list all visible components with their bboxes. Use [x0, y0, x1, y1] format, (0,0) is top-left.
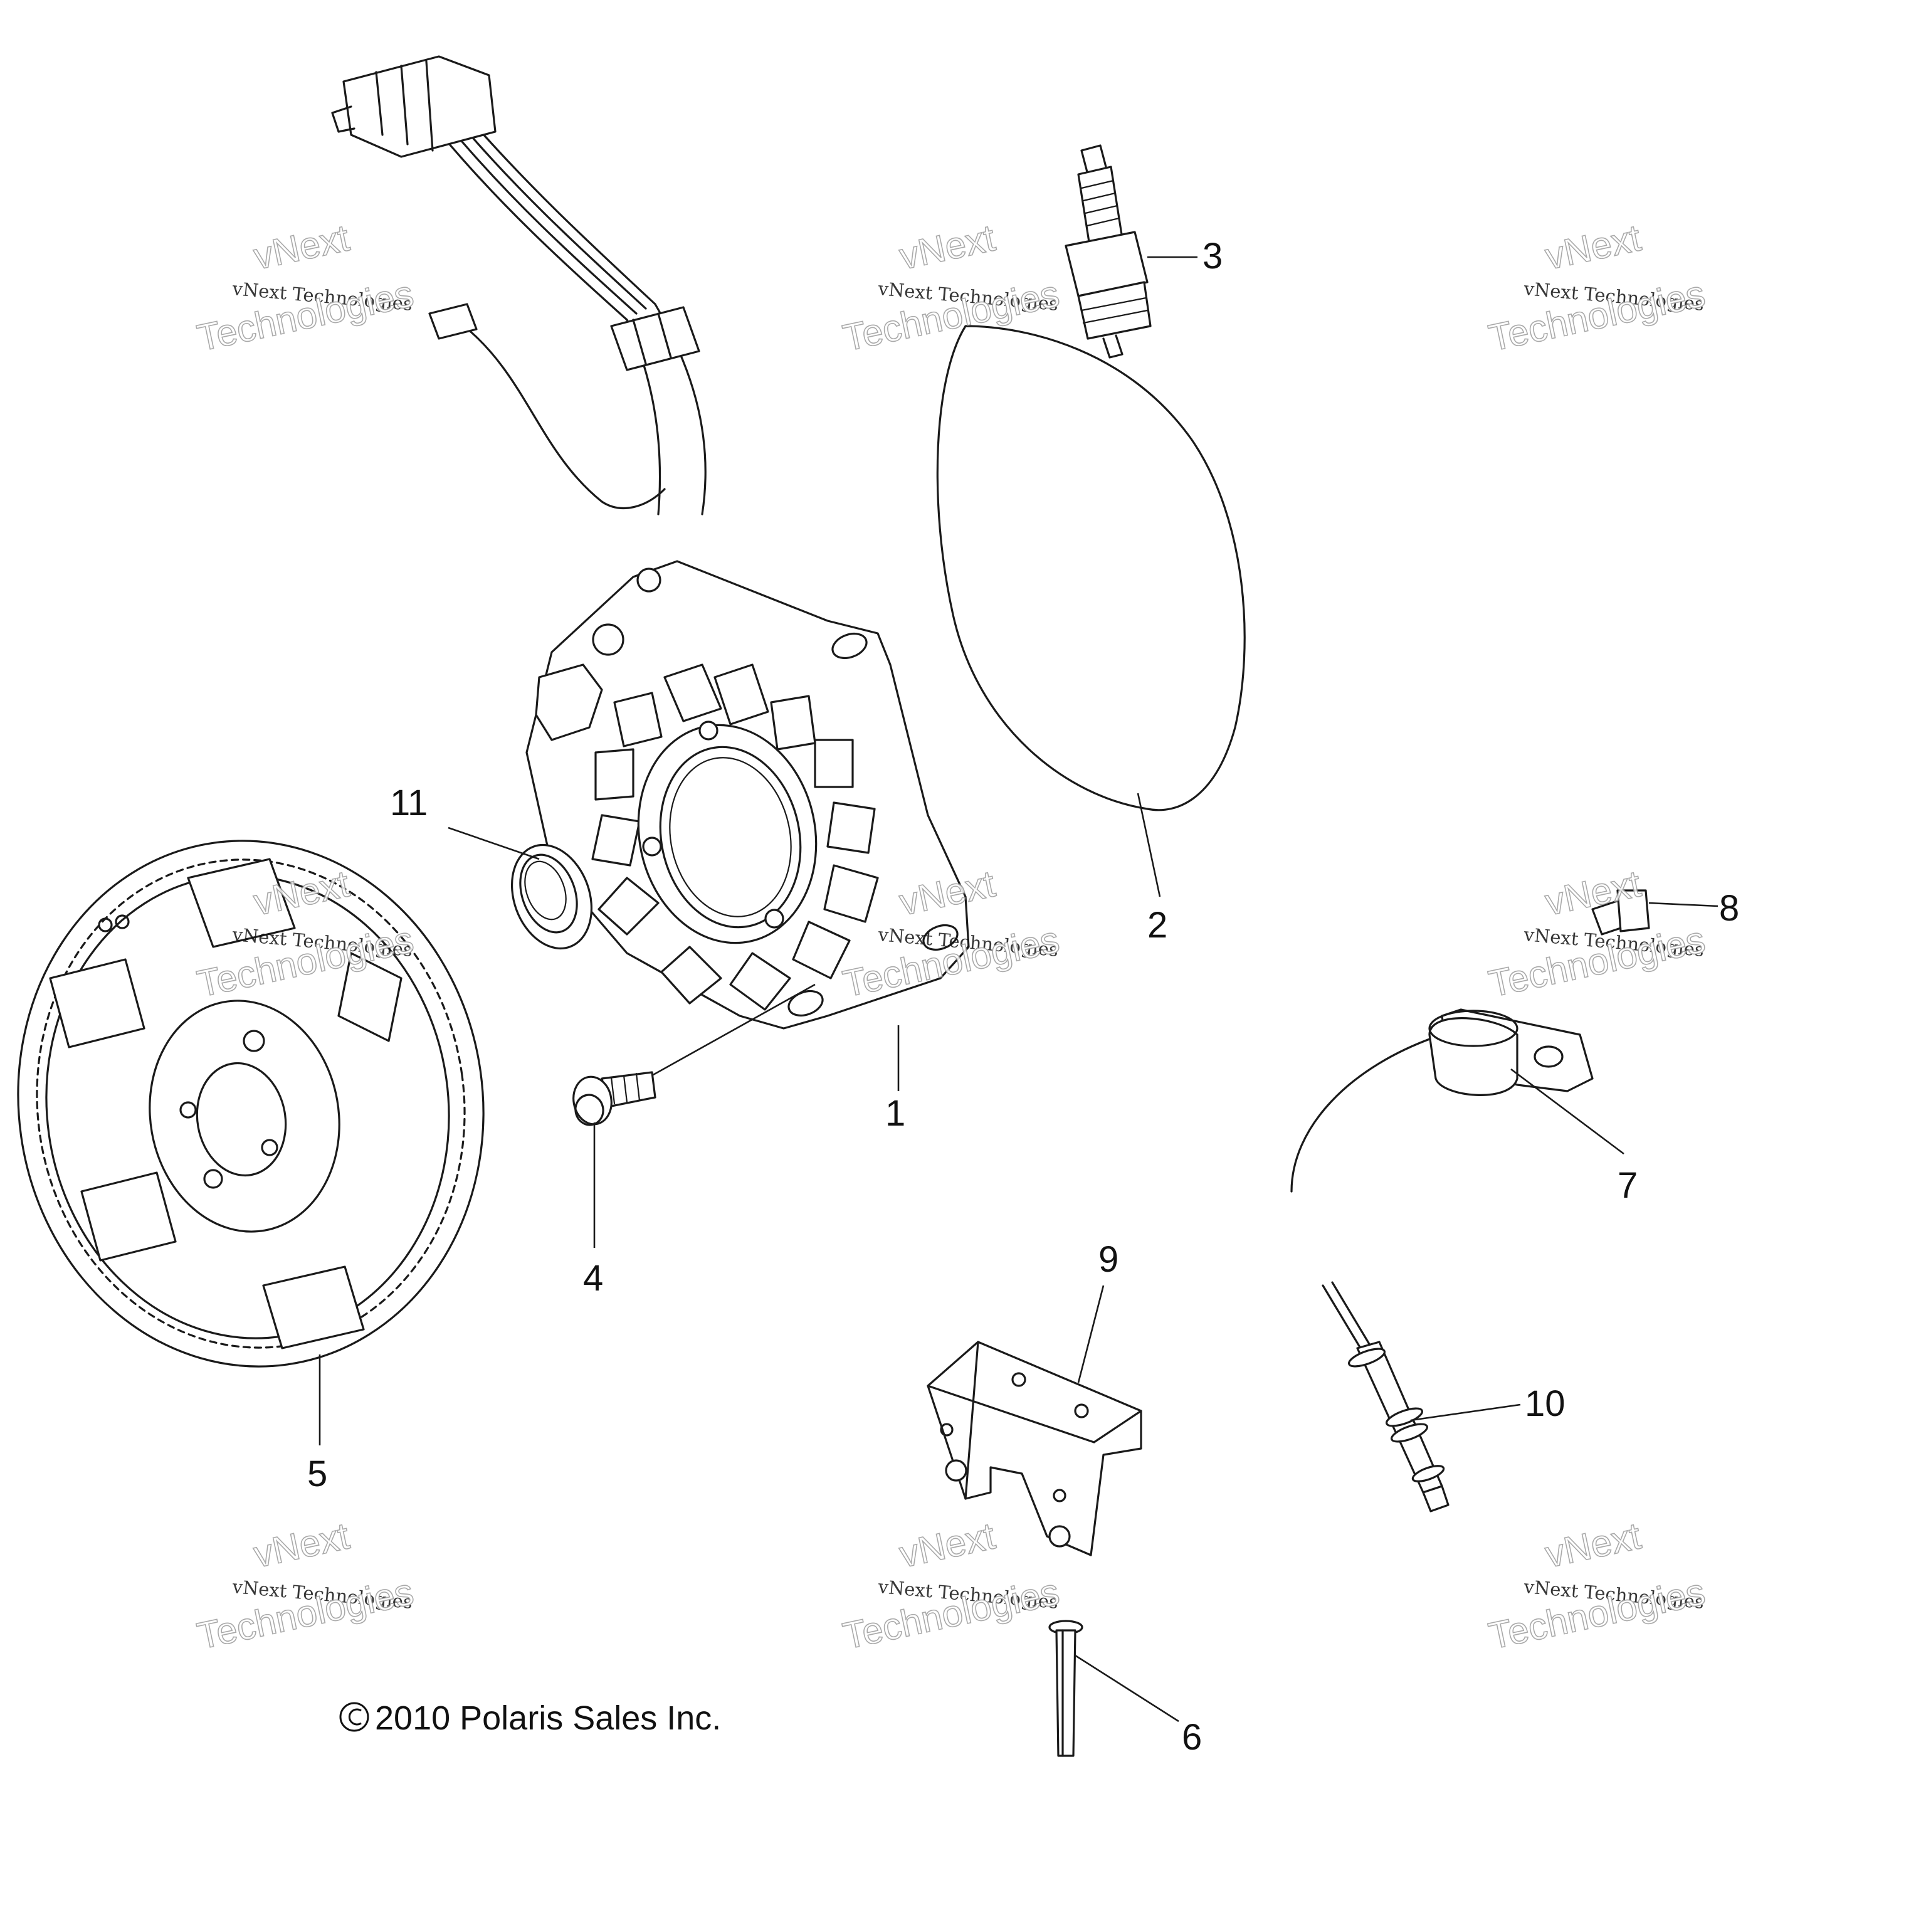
- callout-11: 11: [390, 783, 428, 823]
- copyright-notice: 2010 Polaris Sales Inc.: [339, 1699, 721, 1737]
- callout-5: 5: [307, 1454, 327, 1494]
- svg-text:vNext: vNext: [896, 1514, 999, 1575]
- stator-poles: [591, 663, 879, 1011]
- bracket: [927, 1341, 1142, 1556]
- callout-3: 3: [1202, 236, 1223, 277]
- screw: [572, 1071, 656, 1126]
- watermark: vNext vNext Technologies Technologies: [839, 216, 1063, 359]
- watermark: vNext vNext Technologies Technologies: [193, 216, 418, 359]
- stator-assembly: [331, 55, 970, 1030]
- watermark: vNext vNext Technologies Technologies: [193, 1514, 418, 1657]
- copyright-symbol-icon: [339, 1702, 369, 1732]
- callout-1: 1: [885, 1093, 905, 1134]
- watermark: vNext vNext Technologies Technologies: [839, 1514, 1063, 1657]
- callout-6: 6: [1182, 1717, 1202, 1758]
- flywheel: [17, 840, 485, 1368]
- callout-labels: 1 2 3 4 5 6 7 8 9 10 11: [307, 236, 1739, 1758]
- watermark: vNext vNext Technologies Technologies: [1485, 862, 1709, 1005]
- callout-8: 8: [1719, 888, 1739, 929]
- leader-lines: [318, 256, 1718, 1723]
- watermark: vNext vNext Technologies Technologies: [1485, 1514, 1709, 1657]
- callout-7: 7: [1618, 1165, 1638, 1206]
- callout-9: 9: [1098, 1239, 1118, 1280]
- callout-4: 4: [583, 1258, 603, 1299]
- watermark: vNext vNext Technologies Technologies: [1485, 216, 1709, 359]
- svg-text:vNext: vNext: [1542, 1514, 1644, 1575]
- svg-text:vNext: vNext: [250, 1514, 353, 1575]
- gasket: [936, 325, 1246, 811]
- copyright-c-glyph: [348, 1708, 362, 1726]
- callout-2: 2: [1147, 905, 1167, 946]
- svg-text:vNext: vNext: [1542, 216, 1644, 277]
- rivet: [1048, 1620, 1083, 1757]
- seal: [510, 843, 593, 950]
- copyright-text: 2010 Polaris Sales Inc.: [375, 1699, 721, 1737]
- spark-plug: [1065, 144, 1152, 359]
- sensor-assembly: [1290, 1008, 1594, 1193]
- svg-text:vNext: vNext: [250, 216, 353, 277]
- svg-text:vNext: vNext: [896, 216, 999, 277]
- callout-10: 10: [1525, 1383, 1566, 1424]
- sensor-probe: [1322, 1281, 1450, 1512]
- bolt: [1591, 889, 1650, 936]
